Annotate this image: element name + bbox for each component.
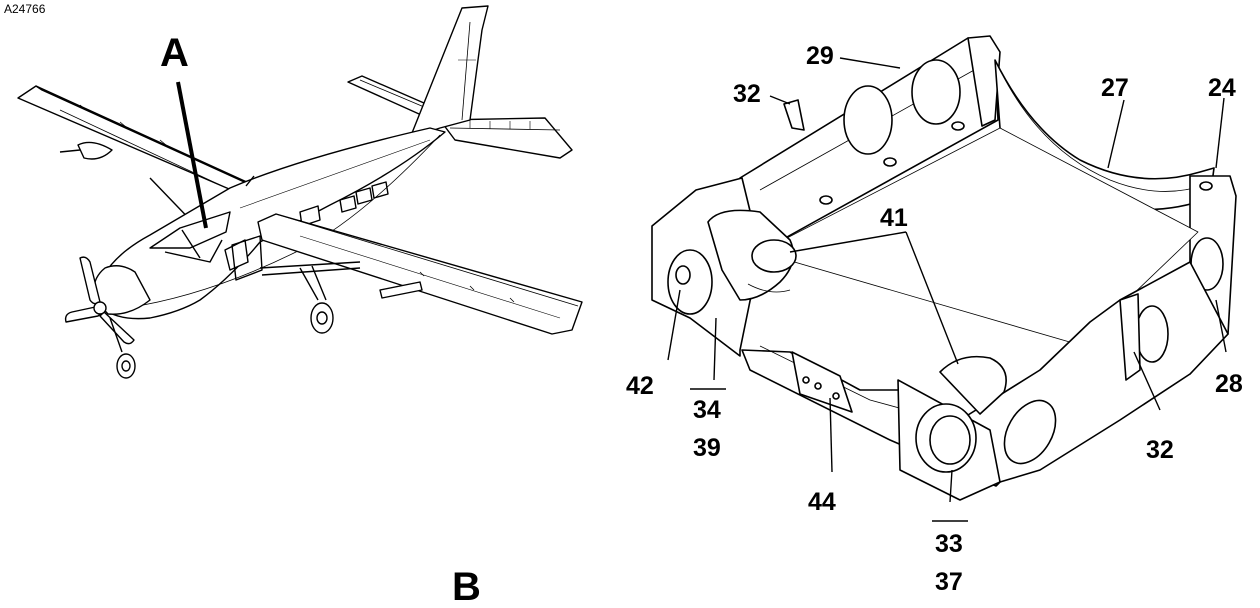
- airplane-illustration: [17, 5, 583, 379]
- callout-32-top: 32: [733, 80, 761, 108]
- callout-29: 29: [806, 42, 834, 70]
- callout-28: 28: [1215, 370, 1243, 398]
- view-a-leader: [176, 81, 208, 229]
- callout-24: 24: [1208, 74, 1236, 102]
- view-b-label: B: [452, 565, 481, 603]
- callout-27: 27: [1101, 74, 1129, 102]
- callout-42: 42: [626, 372, 654, 400]
- callout-41: 41: [880, 204, 908, 232]
- callout-32-right: 32: [1146, 436, 1174, 464]
- callout-44: 44: [808, 488, 836, 516]
- figure-id: A24766: [4, 2, 46, 16]
- callout-39: 39: [693, 434, 721, 462]
- callout-37: 37: [935, 568, 963, 596]
- frame-assembly-illustration: [651, 35, 1237, 501]
- callout-34: 34: [693, 396, 721, 424]
- view-a-label: A: [160, 31, 189, 75]
- leader-lines: [667, 57, 1227, 522]
- callout-33: 33: [935, 530, 963, 558]
